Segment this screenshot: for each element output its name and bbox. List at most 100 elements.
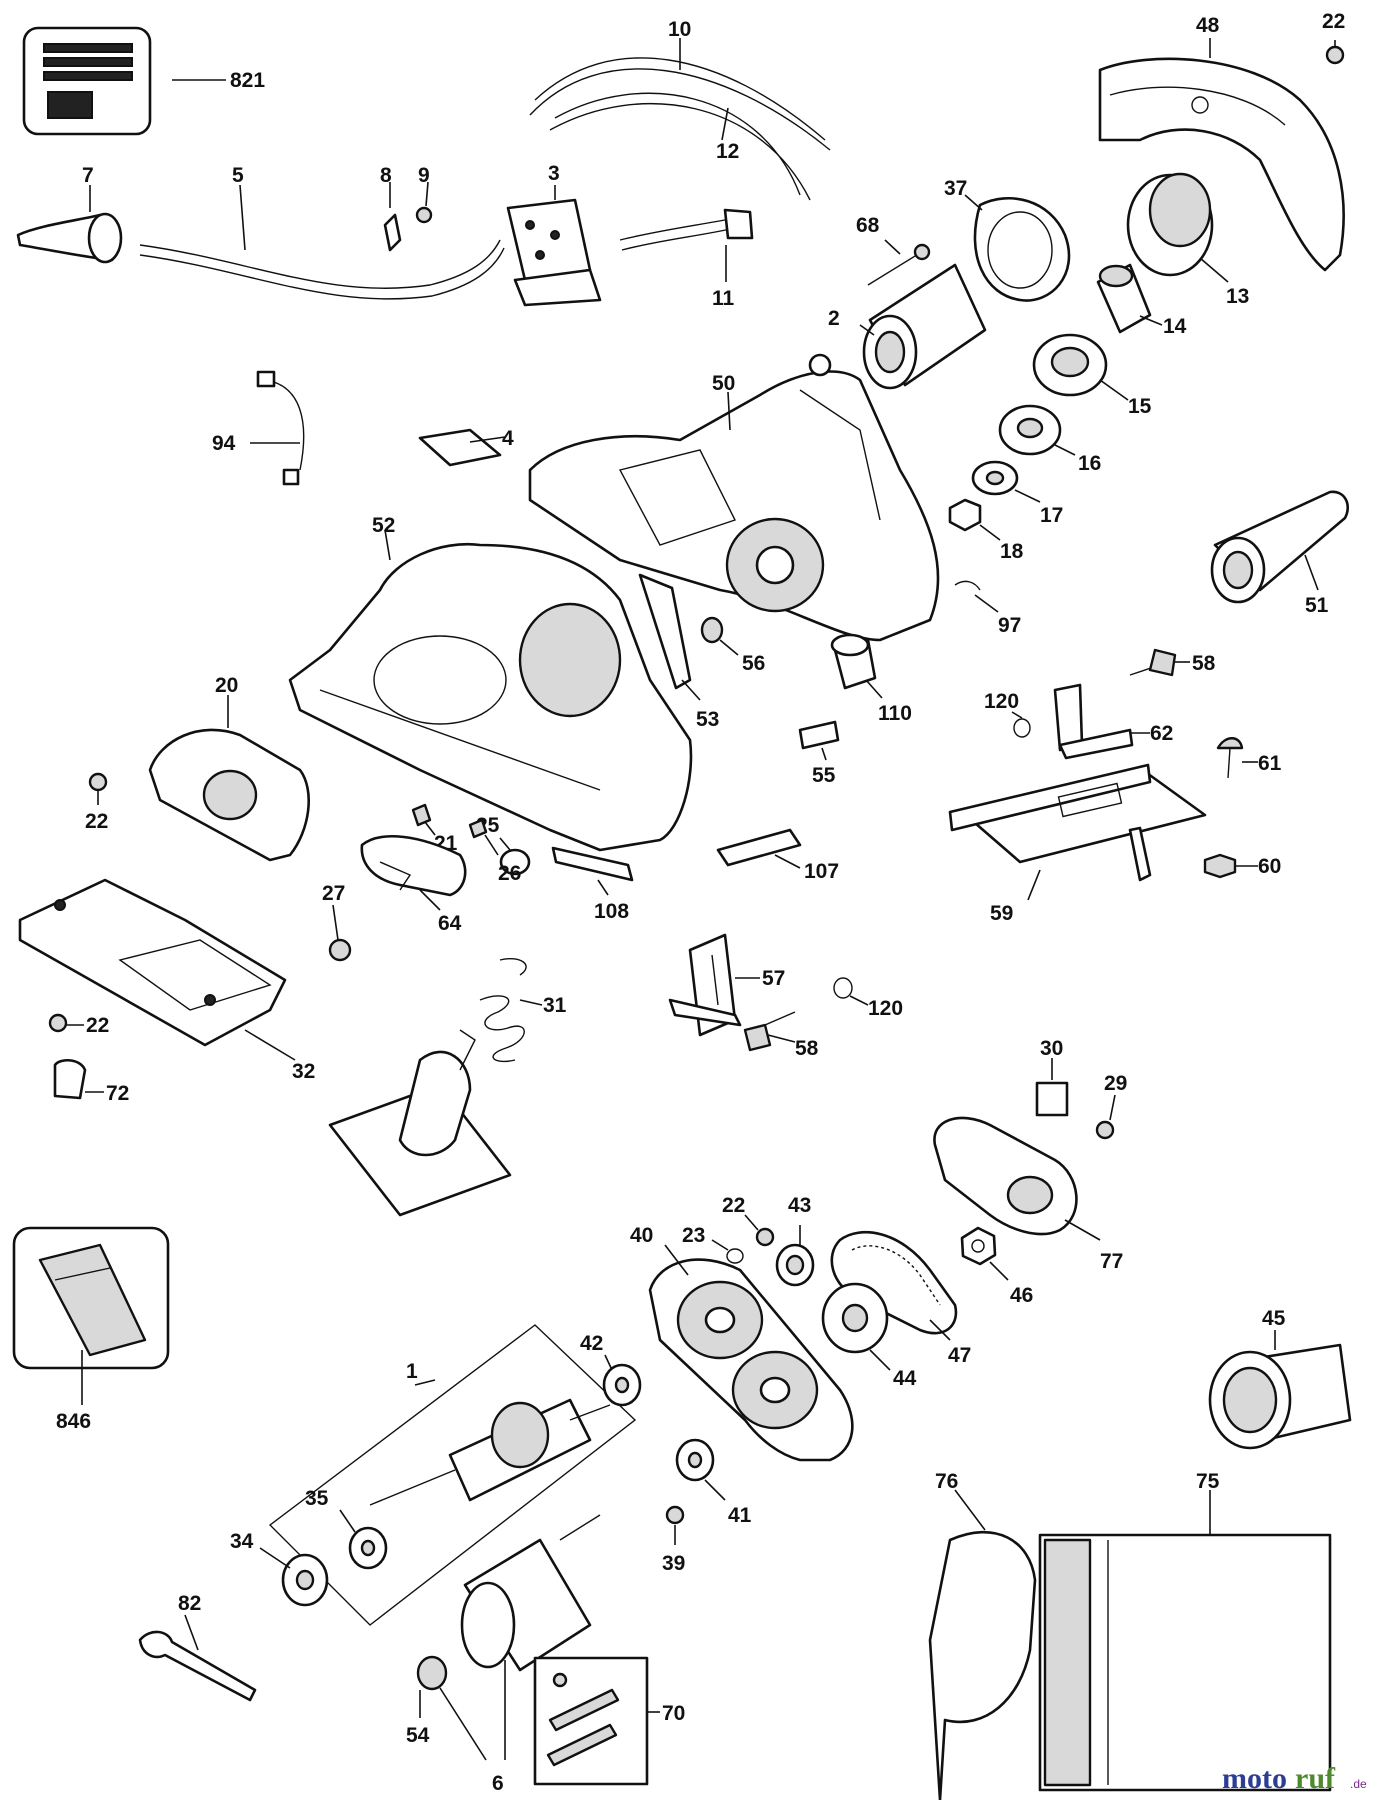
part-number-label: 5 [232, 164, 244, 187]
part-26-pin [468, 818, 499, 856]
part-number-label: 17 [1040, 504, 1063, 527]
part-43-small-pulley [775, 1225, 815, 1287]
part-number-label: 94 [212, 432, 236, 455]
part-52-main-housing [288, 529, 693, 852]
part-48-handle [1098, 38, 1345, 272]
part-number-label: 37 [944, 177, 967, 200]
part-94-wire [250, 370, 305, 486]
part-2-motor-field [859, 263, 987, 390]
part-number-label: 46 [1010, 1284, 1033, 1307]
part-number-label: 15 [1128, 395, 1152, 418]
part-64-window [360, 835, 467, 911]
part-42-bearing [602, 1354, 642, 1407]
part-number-label: 27 [322, 882, 345, 905]
part-number-label: 30 [1040, 1037, 1063, 1060]
part-number-label: 56 [742, 652, 765, 675]
part-number-label: 72 [106, 1082, 129, 1105]
part-70-brush-kit [533, 1656, 660, 1786]
part-50-motor-housing [528, 353, 940, 642]
part-110-bushing [830, 633, 883, 699]
part-25-sleeve [499, 837, 531, 876]
part-number-label: 846 [56, 1410, 91, 1433]
part-46-nut [960, 1226, 1009, 1281]
part-57-depth-scale [668, 933, 760, 1037]
part-62-bracket [1053, 683, 1150, 760]
part-number-label: 120 [984, 690, 1019, 713]
part-31-spring [479, 958, 543, 1063]
part-number-label: 42 [580, 1332, 603, 1355]
part-59-rip-guide [948, 763, 1207, 901]
part-number-label: 75 [1196, 1470, 1220, 1493]
part-number-label: 9 [418, 164, 430, 187]
part-number-label: 8 [380, 164, 392, 187]
part-72-latch [53, 1059, 104, 1100]
part-27-screw [328, 904, 352, 962]
part-41-bearing [675, 1438, 726, 1501]
part-number-label: 82 [178, 1592, 201, 1615]
part-number-label: 22 [85, 810, 108, 833]
part-number-label: 4 [502, 427, 514, 450]
part-34-bearing [259, 1547, 329, 1607]
part-number-label: 18 [1000, 540, 1024, 563]
part-61-screw [1216, 737, 1258, 779]
part-number-label: 13 [1226, 285, 1249, 308]
part-1-armature [268, 1324, 637, 1626]
part-number-label: 110 [878, 702, 912, 725]
watermark-text-b: ruf [1295, 1762, 1336, 1795]
part-number-label: 76 [935, 1470, 958, 1493]
part-number-label: 107 [804, 860, 839, 883]
part-54-6-motor [416, 1514, 601, 1761]
part-number-label: 821 [230, 69, 265, 92]
part-47-belt-cover [933, 1116, 1101, 1241]
part-53-lever [638, 573, 701, 701]
watermark-tld: .de [1350, 1777, 1367, 1791]
part-23-washer [711, 1239, 744, 1264]
part-number-label: 70 [662, 1702, 685, 1725]
part-number-label: 53 [696, 708, 719, 731]
part-97-retaining-clip [954, 580, 999, 613]
part-51-dust-spout [1210, 490, 1350, 604]
part-13-brush-cap [1126, 172, 1229, 283]
part-number-label: 22 [1322, 10, 1345, 33]
part-number-label: 6 [492, 1772, 504, 1795]
part-number-label: 40 [630, 1224, 653, 1247]
part-number-label: 52 [372, 514, 395, 537]
part-number-label: 60 [1258, 855, 1281, 878]
part-82-wrench [138, 1614, 257, 1702]
part-number-label: 54 [406, 1724, 430, 1747]
part-22-screw [88, 772, 108, 805]
part-number-label: 47 [948, 1344, 971, 1367]
part-number-label: 29 [1104, 1072, 1127, 1095]
part-20-cover [148, 695, 311, 862]
watermark-text-a: moto [1222, 1762, 1287, 1795]
part-number-label: 44 [893, 1367, 917, 1390]
part-10-12-wires [529, 38, 831, 201]
part-56-spring [700, 616, 739, 656]
part-number-label: 23 [682, 1224, 705, 1247]
part-number-label: 59 [990, 902, 1013, 925]
part-number-label: 31 [543, 994, 567, 1017]
part-37-baffle [964, 194, 1071, 302]
part-107-108-blocks [551, 828, 802, 896]
part-39-screw [665, 1505, 685, 1545]
part-number-label: 61 [1258, 752, 1282, 775]
part-number-label: 34 [230, 1530, 254, 1553]
part-4-connector [418, 428, 506, 467]
part-number-label: 55 [812, 764, 836, 787]
part-60-wing-nut [1203, 853, 1258, 879]
part-number-label: 20 [215, 674, 238, 697]
part-44-large-pulley [821, 1282, 891, 1371]
part-number-label: 45 [1262, 1307, 1286, 1330]
part-number-label: 68 [856, 214, 880, 237]
part-number-label: 108 [594, 900, 629, 923]
part-30-pad [1035, 1058, 1069, 1117]
part-number-label: 32 [292, 1060, 315, 1083]
part-22-screw [48, 1013, 84, 1033]
part-76-75-dust-bag [928, 1489, 1332, 1800]
part-number-label: 26 [498, 862, 521, 885]
part-45-drive-belt [830, 1230, 958, 1341]
part-11-switch-wires [619, 208, 754, 282]
part-120-o-ring [833, 977, 869, 1006]
part-7-cord-protector [16, 185, 123, 264]
part-120-o-ring [1011, 711, 1031, 738]
